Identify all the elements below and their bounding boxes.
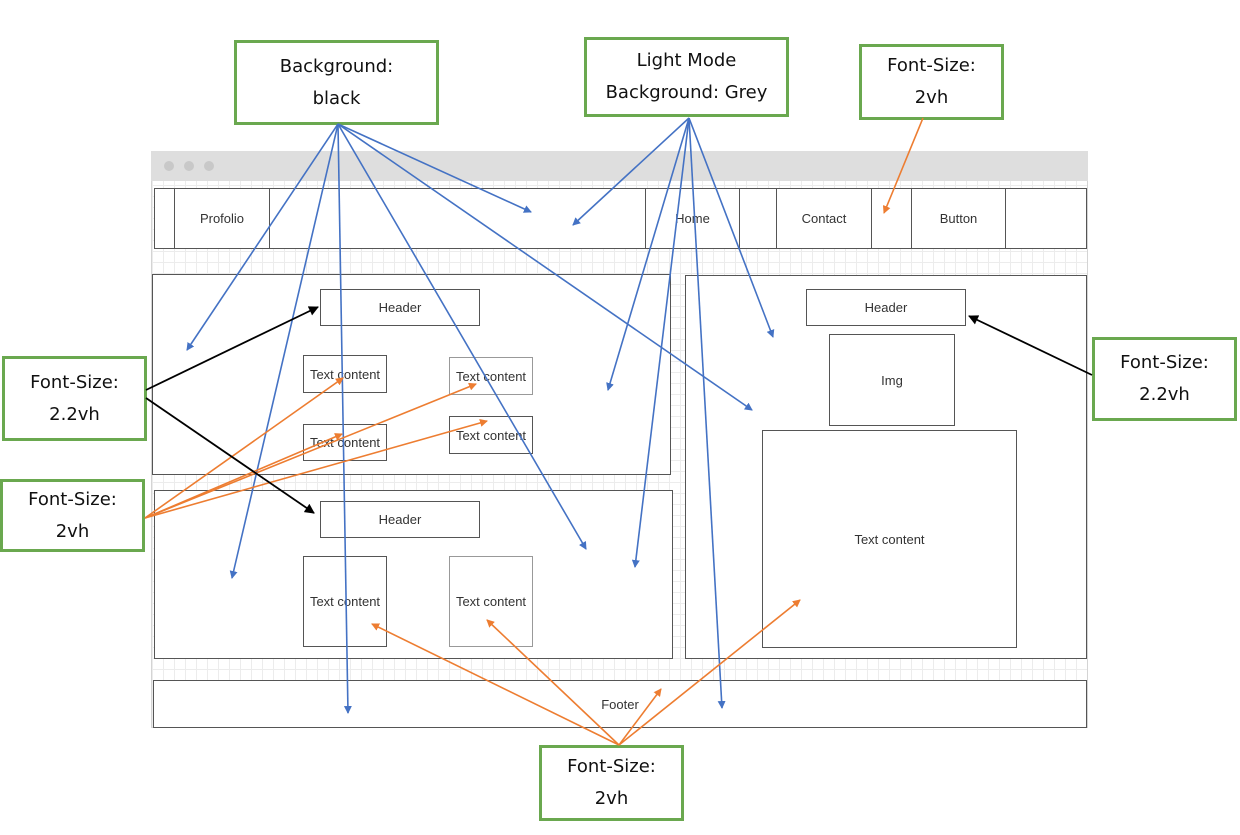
footer: Footer [153, 680, 1087, 728]
browser-titlebar [151, 151, 1088, 181]
section-header: Header [806, 289, 966, 326]
note-line: black [312, 87, 361, 109]
annotation-fontsize-nav: Font-Size: 2vh [859, 44, 1004, 120]
note-line: Background: [279, 55, 394, 77]
note-line: Light Mode [636, 50, 737, 71]
note-line: Font-Size: [1120, 352, 1209, 373]
nav-contact-link[interactable]: Contact [801, 211, 847, 226]
nav-logo[interactable]: Profolio [199, 211, 245, 226]
annotation-fontsize-right-header: Font-Size: 2.2vh [1092, 337, 1237, 421]
annotation-fontsize-left-text: Font-Size: 2vh [0, 479, 145, 552]
window-dot-icon [184, 161, 194, 171]
note-line: 2vh [914, 87, 949, 108]
image-placeholder: Img [829, 334, 955, 426]
navbar-divider [174, 189, 175, 248]
annotation-background-black: Background: black [234, 40, 439, 125]
note-line: 2.2vh [1139, 384, 1190, 405]
nav-button[interactable]: Button [939, 211, 978, 226]
note-line: 2.2vh [49, 403, 100, 425]
note-line: Font-Size: [887, 55, 976, 76]
navbar-divider [739, 189, 740, 248]
note-line: Font-Size: [28, 488, 117, 510]
section-header: Header [320, 501, 480, 538]
annotation-light-mode: Light Mode Background: Grey [584, 37, 789, 117]
nav-home-link[interactable]: Home [675, 211, 710, 226]
note-line: Font-Size: [30, 371, 119, 393]
navbar-divider [269, 189, 270, 248]
navbar-divider [911, 189, 912, 248]
text-content-box: Text content [303, 424, 387, 461]
text-content-box: Text content [449, 556, 533, 647]
navbar-divider [871, 189, 872, 248]
section-header: Header [320, 289, 480, 326]
text-content-box: Text content [449, 416, 533, 454]
text-content-box: Text content [449, 357, 533, 395]
window-dot-icon [164, 161, 174, 171]
annotation-fontsize-left-header: Font-Size: 2.2vh [2, 356, 147, 441]
navbar-divider [776, 189, 777, 248]
text-content-box: Text content [303, 355, 387, 393]
text-content-box: Text content [303, 556, 387, 647]
text-content-box: Text content [762, 430, 1017, 648]
note-line: Font-Size: [567, 756, 656, 777]
navbar-divider [1005, 189, 1006, 248]
annotation-fontsize-bottom: Font-Size: 2vh [539, 745, 684, 821]
note-line: Background: Grey [605, 82, 768, 103]
window-dot-icon [204, 161, 214, 171]
note-line: 2vh [55, 520, 90, 542]
note-line: 2vh [594, 788, 629, 809]
